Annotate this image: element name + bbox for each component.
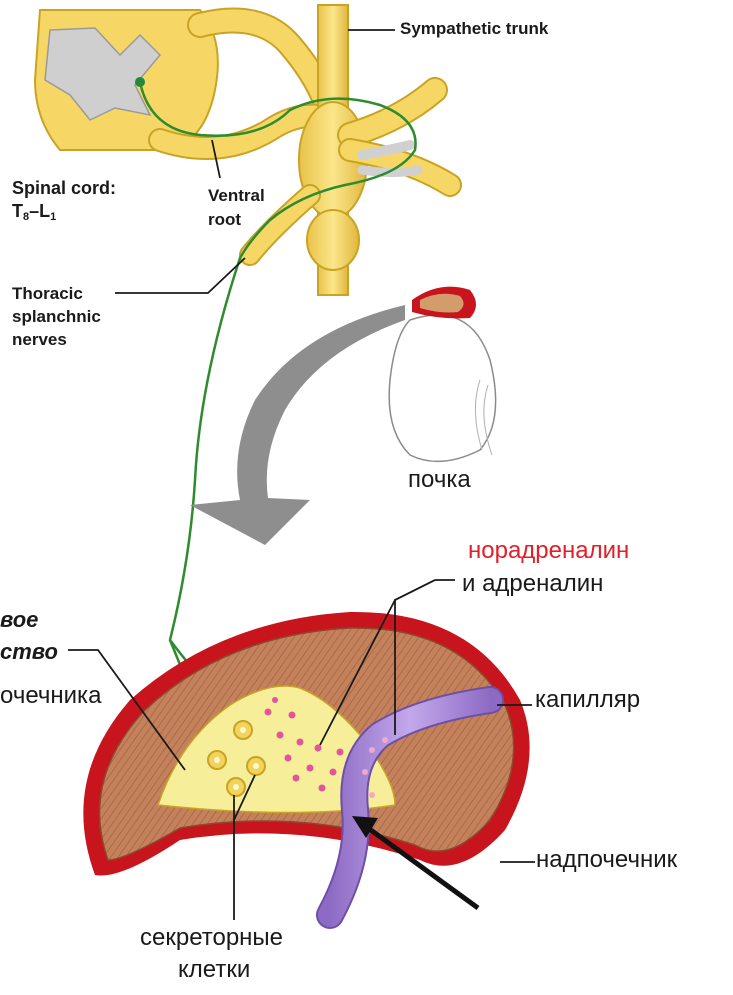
medulla-label-1: вое xyxy=(0,606,38,634)
segment-t: T xyxy=(12,201,23,221)
medulla-label-3: очечника xyxy=(0,682,101,710)
thoracic-label-1: Thoracic xyxy=(12,284,83,304)
adrenaline-label: и адреналин xyxy=(462,570,603,598)
secretory-label-1: секреторные xyxy=(140,924,283,952)
spinal-cord-segments: T8–L1 xyxy=(12,201,56,227)
spinal-cord-line1: Spinal cord: xyxy=(12,178,116,198)
thoracic-label-3: nerves xyxy=(12,330,67,350)
spinal-cord-label: Spinal cord: xyxy=(12,178,116,198)
sympathetic-trunk-label: Sympathetic trunk xyxy=(400,19,548,39)
segment-l: –L xyxy=(29,201,50,221)
noradrenaline-label: норадреналин xyxy=(468,537,629,565)
kidney xyxy=(389,287,495,462)
medulla-label-2: ство xyxy=(0,638,58,666)
gray-arrow xyxy=(190,305,405,545)
capillary-label: капилляр xyxy=(535,686,640,714)
ventral-root-label-1: Ventral xyxy=(208,186,265,206)
adrenal-gland xyxy=(83,612,529,876)
secretory-label-2: клетки xyxy=(178,956,250,984)
adrenal-gland-label: надпочечник xyxy=(536,846,677,874)
ventral-root-label-2: root xyxy=(208,210,241,230)
segment-l-sub: 1 xyxy=(50,211,56,223)
kidney-label: почка xyxy=(408,466,471,494)
thoracic-label-2: splanchnic xyxy=(12,307,101,327)
